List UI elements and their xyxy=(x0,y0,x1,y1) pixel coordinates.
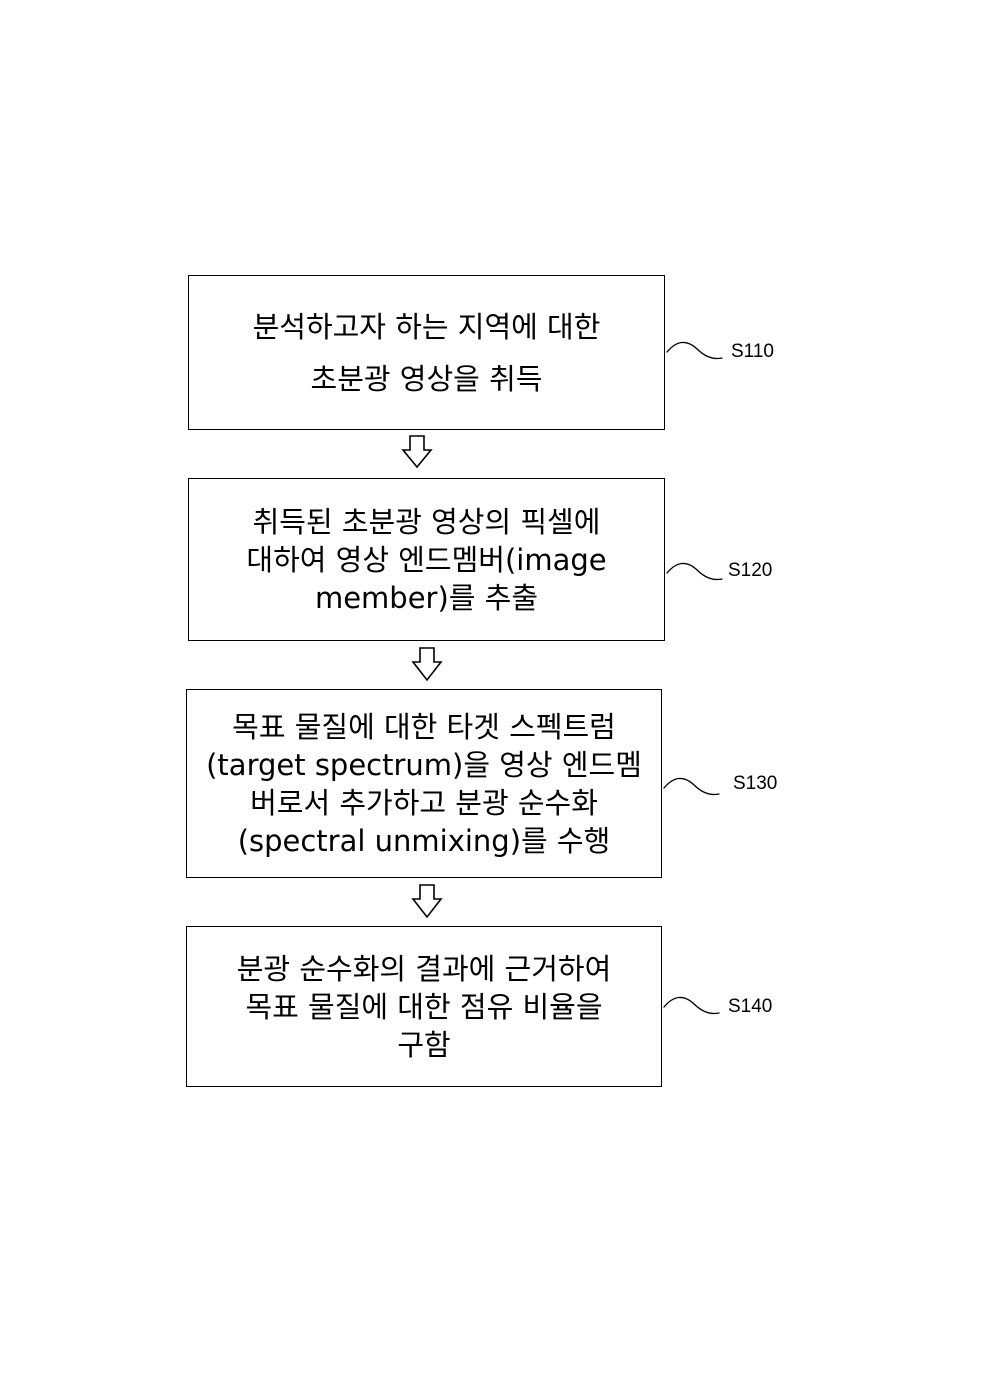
step-s130-line-4: (spectral unmixing)를 수행 xyxy=(238,822,611,860)
step-s120-line-2: 대하여 영상 엔드멤버(image xyxy=(246,541,606,579)
step-box-s120: 취득된 초분광 영상의 픽셀에 대하여 영상 엔드멤버(image member… xyxy=(188,478,665,641)
step-label-s120: S120 xyxy=(728,560,772,582)
step-label-s130: S130 xyxy=(733,773,777,795)
step-s120-line-3: member)를 추출 xyxy=(315,579,538,617)
leader-line-s110 xyxy=(667,342,722,358)
step-s130-line-1: 목표 물질에 대한 타겟 스펙트럼 xyxy=(232,708,616,746)
step-box-s110: 분석하고자 하는 지역에 대한 초분광 영상을 취득 xyxy=(188,275,665,430)
step-box-s140: 분광 순수화의 결과에 근거하여 목표 물질에 대한 점유 비율을 구함 xyxy=(186,926,662,1087)
down-arrow-icon xyxy=(413,885,441,917)
leader-line-s120 xyxy=(667,563,722,579)
step-s120-line-1: 취득된 초분광 영상의 픽셀에 xyxy=(253,503,601,541)
step-s140-line-2: 목표 물질에 대한 점유 비율을 xyxy=(245,988,602,1026)
step-s130-line-2: (target spectrum)을 영상 엔드멤 xyxy=(206,746,642,784)
step-s110-line-1: 분석하고자 하는 지역에 대한 xyxy=(253,308,601,346)
step-s130-line-3: 버로서 추가하고 분광 순수화 xyxy=(250,784,598,822)
leader-line-s130 xyxy=(664,778,719,794)
step-s110-line-2: 초분광 영상을 취득 xyxy=(311,360,543,398)
down-arrow-icon xyxy=(403,436,431,467)
step-label-s110: S110 xyxy=(731,341,774,363)
leader-line-s140 xyxy=(664,997,719,1013)
step-s140-line-1: 분광 순수화의 결과에 근거하여 xyxy=(237,950,612,988)
step-s140-line-3: 구함 xyxy=(397,1026,450,1064)
step-label-s140: S140 xyxy=(728,996,772,1018)
down-arrow-icon xyxy=(413,648,441,680)
step-box-s130: 목표 물질에 대한 타겟 스펙트럼 (target spectrum)을 영상 … xyxy=(186,689,662,878)
